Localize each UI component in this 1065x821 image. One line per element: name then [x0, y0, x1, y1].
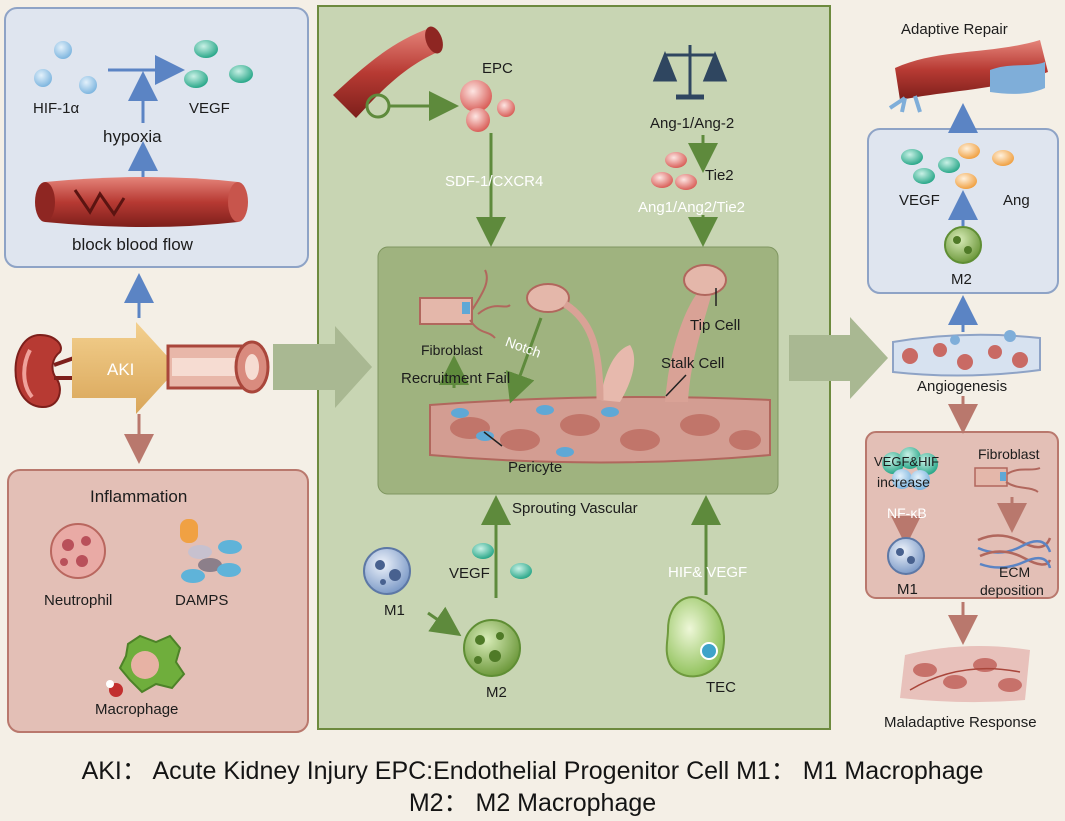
fibroblast-vessel-icon [419, 269, 511, 339]
damps-label: DAMPS [175, 592, 229, 609]
m1-right-label: M1 [897, 581, 918, 598]
ang-tie2-label: Ang1/Ang2/Tie2 [638, 199, 746, 216]
epc-label: EPC [482, 60, 513, 77]
ang-right-label: Ang [1003, 192, 1030, 209]
maladaptive-tissue-icon [900, 646, 1030, 703]
deposition-label: deposition [980, 582, 1044, 598]
nfkb-label: NF-κB [887, 505, 927, 521]
kidney-tubule-icon [166, 340, 270, 394]
vegf-hif-cluster-icon [882, 447, 938, 490]
pericyte-pointer [483, 431, 503, 447]
fibroblast-right-icon [974, 467, 1041, 493]
ecm-fiber-icon [977, 534, 1052, 569]
tip-cell-label: Tip Cell [690, 317, 741, 334]
vegf-cells [184, 40, 253, 88]
tie2-label: Tie2 [705, 167, 734, 184]
inflammation-title: Inflammation [90, 487, 188, 506]
vegf-hif-label: VEGF&HIF [874, 454, 940, 469]
vegf-right-icon [901, 149, 960, 184]
m1-to-m2-arrow [427, 606, 462, 637]
aki-arrow [72, 322, 178, 414]
tec-cell-icon [665, 596, 725, 678]
m1-right-icon [887, 537, 925, 575]
angiogenesis-label: Angiogenesis [917, 378, 1008, 395]
angiogenesis-vessel-icon [892, 330, 1041, 377]
vegf-label: VEGF [189, 100, 230, 117]
hif-label: HIF-1α [33, 100, 80, 117]
epc-cells-icon [460, 80, 515, 132]
fibroblast-right-label: Fibroblast [978, 446, 1040, 462]
neutrophil-label: Neutrophil [44, 592, 113, 609]
m2-cell-icon [463, 619, 521, 677]
to-right-arrow [789, 317, 888, 399]
adaptive-repair-icon [888, 40, 1048, 113]
damps-icon [180, 519, 242, 583]
abbreviation-line-1: AKI： Acute Kidney Injury EPC:Endothelial… [81, 757, 984, 785]
m2-right-icon [944, 226, 982, 264]
abbreviation-line-2: M2： M2 Macrophage [408, 789, 657, 817]
tec-label: TEC [706, 679, 736, 696]
tie2-cells-icon [651, 152, 697, 190]
macrophage-label: Macrophage [95, 701, 179, 718]
m1-cell-icon [363, 547, 411, 595]
aki-label: AKI [107, 360, 135, 379]
hif-cells [34, 41, 97, 94]
vessel-cross-icon [333, 26, 443, 119]
vegf-center-label: VEGF [449, 565, 490, 582]
sprouting-vessel-icon [429, 264, 771, 464]
ecm-label: ECM [999, 564, 1031, 580]
notch-arrow [506, 317, 543, 404]
vegf-right-label: VEGF [899, 192, 940, 209]
adaptive-repair-label: Adaptive Repair [901, 21, 1008, 38]
block-blood-flow-label: block blood flow [72, 235, 193, 254]
macrophage-icon [106, 634, 186, 697]
recruitment-fail-label: Recruitment Fail [401, 370, 511, 387]
blocked-vessel-icon [35, 177, 248, 227]
pericyte-label: Pericyte [508, 459, 563, 476]
m1-center-label: M1 [384, 602, 405, 619]
m2-center-label: M2 [486, 684, 507, 701]
sprouting-vascular-label: Sprouting Vascular [512, 500, 638, 517]
stalk-cell-label: Stalk Cell [661, 355, 725, 372]
vegf-center-icon [472, 543, 532, 579]
to-center-arrow [273, 326, 372, 408]
fibroblast-label: Fibroblast [421, 342, 483, 358]
hif-vegf-label: HIF& VEGF [668, 564, 748, 581]
kidney-icon [14, 333, 76, 409]
hypoxia-label: hypoxia [103, 127, 162, 146]
maladaptive-response-label: Maladaptive Response [884, 714, 1037, 731]
sdf-label: SDF-1/CXCR4 [445, 173, 544, 190]
stalk-cell-pointer [665, 374, 687, 397]
scale-icon [652, 45, 728, 100]
ang12-label: Ang-1/Ang-2 [650, 115, 735, 132]
m2-right-label: M2 [951, 271, 972, 288]
increase-label: increase [877, 474, 930, 490]
ang-right-icon [955, 143, 1014, 189]
neutrophil-icon [50, 523, 106, 579]
